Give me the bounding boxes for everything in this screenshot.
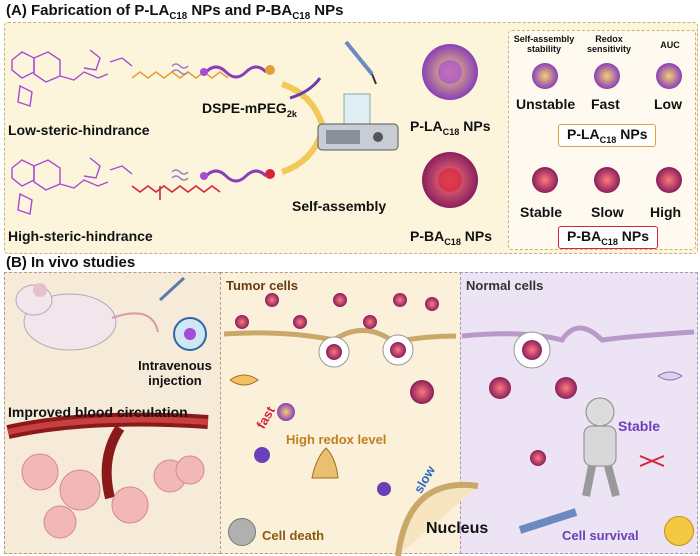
peg-head-bottom bbox=[265, 169, 275, 179]
pla-nanoparticle bbox=[422, 44, 478, 100]
pba-stability: Stable bbox=[520, 204, 563, 220]
mitochondrion-tumor bbox=[229, 374, 259, 386]
tumor-membrane bbox=[223, 328, 457, 345]
header-stability: Self-assembly stability bbox=[513, 34, 575, 54]
injection-icon bbox=[173, 317, 207, 351]
normal-nps bbox=[489, 331, 577, 466]
cell-survival-label: Cell survival bbox=[562, 528, 639, 543]
mouse-illustration bbox=[15, 276, 186, 351]
angry-face-icon bbox=[228, 518, 256, 546]
stable-label: Stable bbox=[618, 418, 661, 434]
low-steric-label: Low-steric-hindrance bbox=[8, 122, 150, 138]
dying-cell-shape bbox=[311, 447, 339, 479]
high-steric-label: High-steric-hindrance bbox=[8, 228, 153, 244]
dspe-label: DSPE-mPEG2k bbox=[202, 100, 297, 119]
tissue-cells bbox=[21, 453, 205, 539]
high-hindrance-molecule bbox=[11, 157, 133, 215]
pla-redox: Fast bbox=[591, 96, 620, 112]
tumor-cells-label: Tumor cells bbox=[226, 278, 299, 293]
pba-label: P-BAC18 NPs bbox=[410, 228, 493, 247]
comparison-nps bbox=[532, 63, 682, 193]
peg-chain-top bbox=[204, 65, 268, 79]
injection-label: Intravenous injection bbox=[138, 358, 212, 388]
arrow-bottom bbox=[280, 130, 325, 175]
pba-nanoparticle bbox=[422, 152, 478, 208]
improved-circulation-label: Improved blood circulation bbox=[8, 404, 188, 420]
stirrer-setup bbox=[317, 40, 399, 151]
dna-strand bbox=[518, 508, 578, 534]
stable-figure bbox=[582, 397, 620, 498]
happy-face-icon bbox=[664, 516, 694, 546]
high-redox-label: High redox level bbox=[286, 432, 387, 447]
tumor-nps bbox=[235, 293, 439, 496]
pba-box: P-BAC18 NPs bbox=[558, 226, 659, 249]
header-redox: Redox sensitivity bbox=[586, 34, 632, 54]
mitochondrion-normal bbox=[657, 371, 683, 381]
section-b-title: (B) In vivo studies bbox=[6, 254, 136, 271]
normal-panel-background bbox=[460, 272, 698, 554]
pla-box: P-LAC18 NPs bbox=[558, 124, 657, 147]
normal-cells-label: Normal cells bbox=[466, 278, 544, 293]
pba-auc: High bbox=[650, 204, 682, 220]
cell-death-label: Cell death bbox=[262, 528, 325, 543]
nucleus-label: Nucleus bbox=[426, 520, 489, 537]
pba-redox: Slow bbox=[591, 204, 624, 220]
low-orange-chain bbox=[131, 71, 229, 79]
low-hindrance-molecule bbox=[11, 49, 133, 107]
section-a-title: (A) Fabrication of P-LAC18 NPs and P-BAC… bbox=[6, 2, 344, 22]
nucleus-shape bbox=[395, 481, 479, 556]
scissors-icon bbox=[639, 455, 665, 467]
pla-stability: Unstable bbox=[516, 96, 576, 112]
arrow-top bbox=[280, 81, 325, 126]
self-assembly-label: Self-assembly bbox=[292, 198, 387, 214]
header-auc: AUC bbox=[660, 40, 680, 50]
pla-auc: Low bbox=[654, 96, 682, 112]
blood-vessel bbox=[6, 412, 209, 500]
high-red-chain bbox=[131, 185, 221, 200]
peg-chain-bottom bbox=[204, 169, 268, 183]
pla-label: P-LAC18 NPs bbox=[410, 118, 491, 137]
normal-membrane bbox=[461, 325, 695, 343]
peg-head-top bbox=[265, 65, 275, 75]
